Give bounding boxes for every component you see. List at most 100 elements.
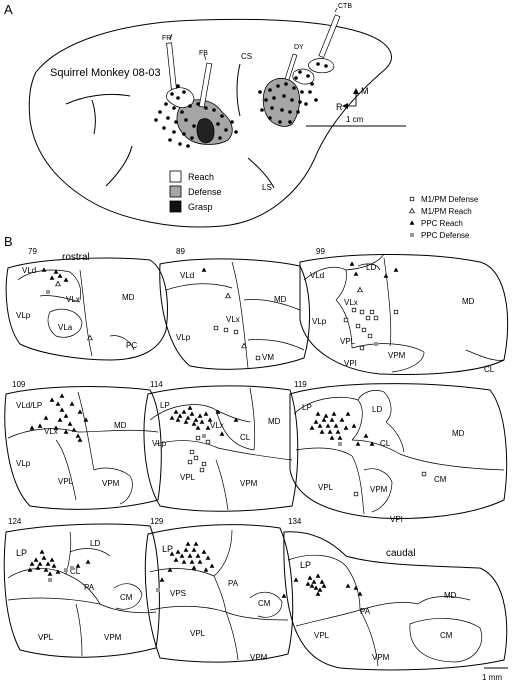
injection-dy: DY bbox=[284, 44, 304, 81]
region-label: VPI bbox=[344, 359, 357, 368]
legend-b: M1/PM Defense M1/PM Reach PPC Reach PPC … bbox=[409, 195, 479, 240]
region-label: PA bbox=[228, 579, 239, 588]
region-label: LP bbox=[302, 403, 312, 412]
rostral-label: rostral bbox=[62, 252, 90, 263]
region-label: VLd bbox=[310, 271, 324, 280]
region-label: LP bbox=[16, 548, 27, 558]
section-79: 79 rostral VLd VLx VLp VLa MD PC bbox=[5, 247, 168, 361]
sulcus-line bbox=[65, 93, 131, 105]
region-label: LP bbox=[300, 560, 311, 570]
region-label: VPM bbox=[372, 653, 390, 662]
section-number: 114 bbox=[150, 380, 163, 389]
region-label: VPM bbox=[388, 351, 406, 360]
region-label: CL bbox=[484, 365, 495, 374]
section-89: 89 VLd MD VLx VLp VM bbox=[159, 247, 311, 370]
region-label: MD bbox=[452, 429, 465, 438]
region-label: MD bbox=[462, 297, 475, 306]
section-129: 129 LP CM VPS PA VPL VPM bbox=[113, 517, 294, 663]
legend-swatch-reach bbox=[169, 170, 182, 183]
lateral-sulcus bbox=[247, 157, 275, 189]
legend-a: Reach Defense Grasp bbox=[169, 170, 222, 213]
region-label: VLx bbox=[44, 427, 58, 436]
reach-region-parietal-2 bbox=[308, 58, 335, 74]
region-label: VPL bbox=[318, 483, 334, 492]
injection-ctb: CTB bbox=[318, 3, 352, 58]
fb-label: FB bbox=[199, 50, 208, 57]
region-label: VPM bbox=[102, 479, 120, 488]
region-label: MD bbox=[268, 417, 281, 426]
region-label: VPM bbox=[370, 485, 388, 494]
sulcus-line bbox=[105, 145, 133, 187]
section-number: 124 bbox=[8, 517, 22, 526]
region-label: PA bbox=[360, 607, 371, 616]
central-sulcus bbox=[236, 63, 241, 117]
ctb-label: CTB bbox=[338, 3, 352, 10]
legend-m1pm-defense: M1/PM Defense bbox=[421, 195, 479, 204]
region-label: LD bbox=[372, 405, 382, 414]
reach-region-frontal bbox=[166, 87, 195, 108]
legend-label-grasp: Grasp bbox=[188, 202, 213, 212]
panel-a-label: A bbox=[4, 2, 13, 17]
region-label: CM bbox=[258, 599, 271, 608]
region-label: CM bbox=[120, 593, 133, 602]
legend-swatch-defense bbox=[169, 185, 182, 198]
rostral-label: R bbox=[336, 102, 343, 112]
section-99: 99 LD VLd VLx VLp VPL VPM VPI MD CL bbox=[299, 247, 509, 375]
section-124: 124 LP LD CL PA VPL VPM bbox=[3, 517, 160, 658]
region-label: PC bbox=[126, 341, 137, 350]
region-label: VLp bbox=[16, 459, 31, 468]
region-label: VPL bbox=[190, 629, 206, 638]
legend-ppc-reach: PPC Reach bbox=[421, 219, 463, 228]
region-label: VLa bbox=[58, 323, 73, 332]
region-label: VLx bbox=[226, 315, 240, 324]
legend-m1pm-reach: M1/PM Reach bbox=[421, 207, 472, 216]
region-label: MD bbox=[444, 591, 457, 600]
region-label: LP bbox=[160, 401, 170, 410]
cs-label: CS bbox=[241, 52, 252, 61]
region-label: MD bbox=[274, 295, 287, 304]
region-label: VLp bbox=[16, 311, 31, 320]
region-label: MD bbox=[122, 293, 135, 302]
medial-label: M bbox=[361, 86, 369, 96]
grasp-region bbox=[196, 118, 215, 144]
region-label: LP bbox=[162, 544, 173, 554]
region-label: CM bbox=[440, 631, 453, 640]
region-label: CL bbox=[380, 439, 391, 448]
region-label: VPM bbox=[250, 653, 268, 662]
region-label: MD bbox=[114, 421, 127, 430]
region-label: VM bbox=[262, 353, 274, 362]
region-label: PA bbox=[84, 583, 95, 592]
region-label: VLd bbox=[180, 271, 194, 280]
section-number: 99 bbox=[316, 247, 325, 256]
region-label: VPL bbox=[180, 473, 196, 482]
region-label: CL bbox=[240, 433, 251, 442]
section-number: 79 bbox=[28, 247, 37, 256]
region-label: CL bbox=[70, 567, 81, 576]
reach-region-parietal bbox=[292, 68, 315, 85]
region-label: VLd bbox=[22, 266, 36, 275]
panel-b: B M1/PM Defense M1/PM Reach PPC Reach PP… bbox=[3, 195, 509, 682]
section-number: 89 bbox=[176, 247, 185, 256]
region-label: LD bbox=[90, 539, 100, 548]
region-label: LD bbox=[366, 263, 376, 272]
injection-fb: FB bbox=[198, 50, 213, 108]
caudal-label: caudal bbox=[386, 548, 415, 559]
sulcus-line bbox=[91, 99, 96, 135]
section-number: 109 bbox=[12, 380, 26, 389]
legend-ppc-defense: PPC Defense bbox=[421, 231, 470, 240]
region-label: VLx bbox=[344, 298, 358, 307]
section-119: 119 LP LD CL MD VPL VPM VPI CM bbox=[289, 380, 508, 524]
region-label: VPM bbox=[240, 479, 258, 488]
scale-label-b: 1 mm bbox=[482, 673, 502, 682]
panel-a-title: Squirrel Monkey 08-03 bbox=[50, 67, 161, 79]
region-label: VPL bbox=[58, 477, 74, 486]
defense-region-parietal bbox=[262, 77, 300, 127]
region-label: VLp bbox=[176, 333, 191, 342]
region-label: VLp bbox=[312, 317, 327, 326]
region-label: VPL bbox=[314, 631, 330, 640]
region-label: CM bbox=[434, 475, 447, 484]
region-label: VPI bbox=[390, 515, 403, 524]
brain-outline bbox=[28, 18, 392, 228]
section-number: 119 bbox=[294, 380, 307, 389]
